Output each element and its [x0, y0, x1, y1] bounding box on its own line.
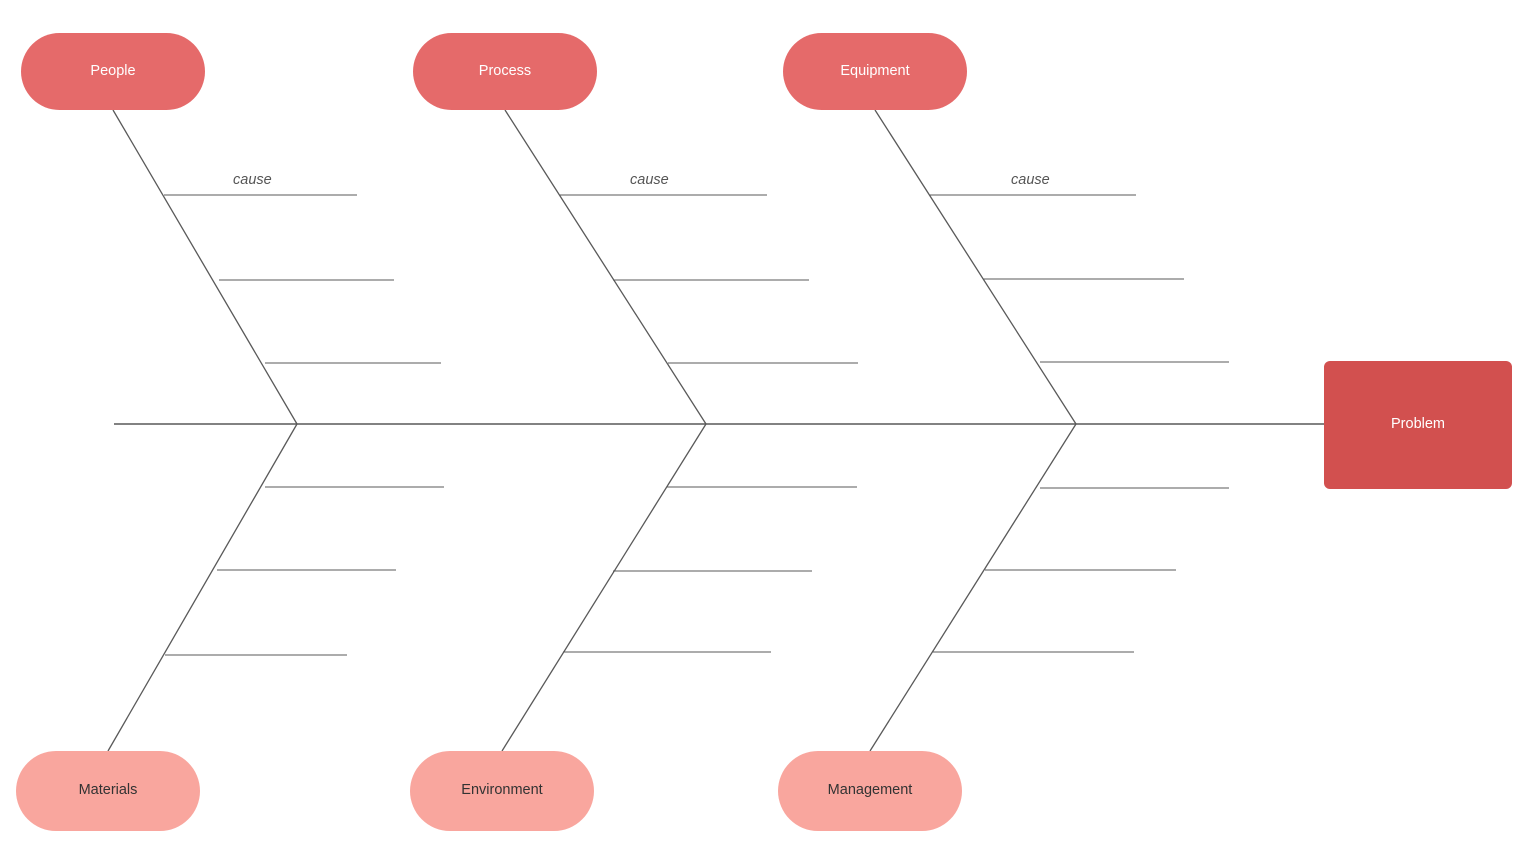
- category-label: Management: [827, 782, 913, 799]
- category-node-management[interactable]: Management: [778, 751, 962, 831]
- category-node-materials[interactable]: Materials: [16, 751, 200, 831]
- cause-label-equipment[interactable]: cause: [1011, 172, 1050, 188]
- category-node-process[interactable]: Process: [413, 33, 597, 110]
- category-label: People: [90, 62, 136, 79]
- category-node-people[interactable]: People: [21, 33, 205, 110]
- rib-line-top-1: [504, 109, 707, 425]
- problem-node[interactable]: Problem: [1324, 361, 1512, 489]
- rib-line-bottom-2: [869, 423, 1077, 752]
- category-node-environment[interactable]: Environment: [410, 751, 594, 831]
- rib-line-bottom-1: [501, 423, 707, 752]
- rib-line-top-2: [874, 109, 1077, 425]
- category-node-equipment[interactable]: Equipment: [783, 33, 967, 110]
- cause-label-people[interactable]: cause: [233, 172, 272, 188]
- category-label: Process: [478, 62, 532, 79]
- category-label: Equipment: [840, 62, 910, 79]
- cause-label-process[interactable]: cause: [630, 172, 669, 188]
- bone-lines: [107, 109, 1324, 752]
- rib-line-top-0: [112, 109, 298, 425]
- category-label: Environment: [461, 782, 543, 799]
- rib-line-bottom-0: [107, 423, 298, 752]
- problem-label: Problem: [1391, 416, 1445, 433]
- category-label: Materials: [78, 782, 138, 799]
